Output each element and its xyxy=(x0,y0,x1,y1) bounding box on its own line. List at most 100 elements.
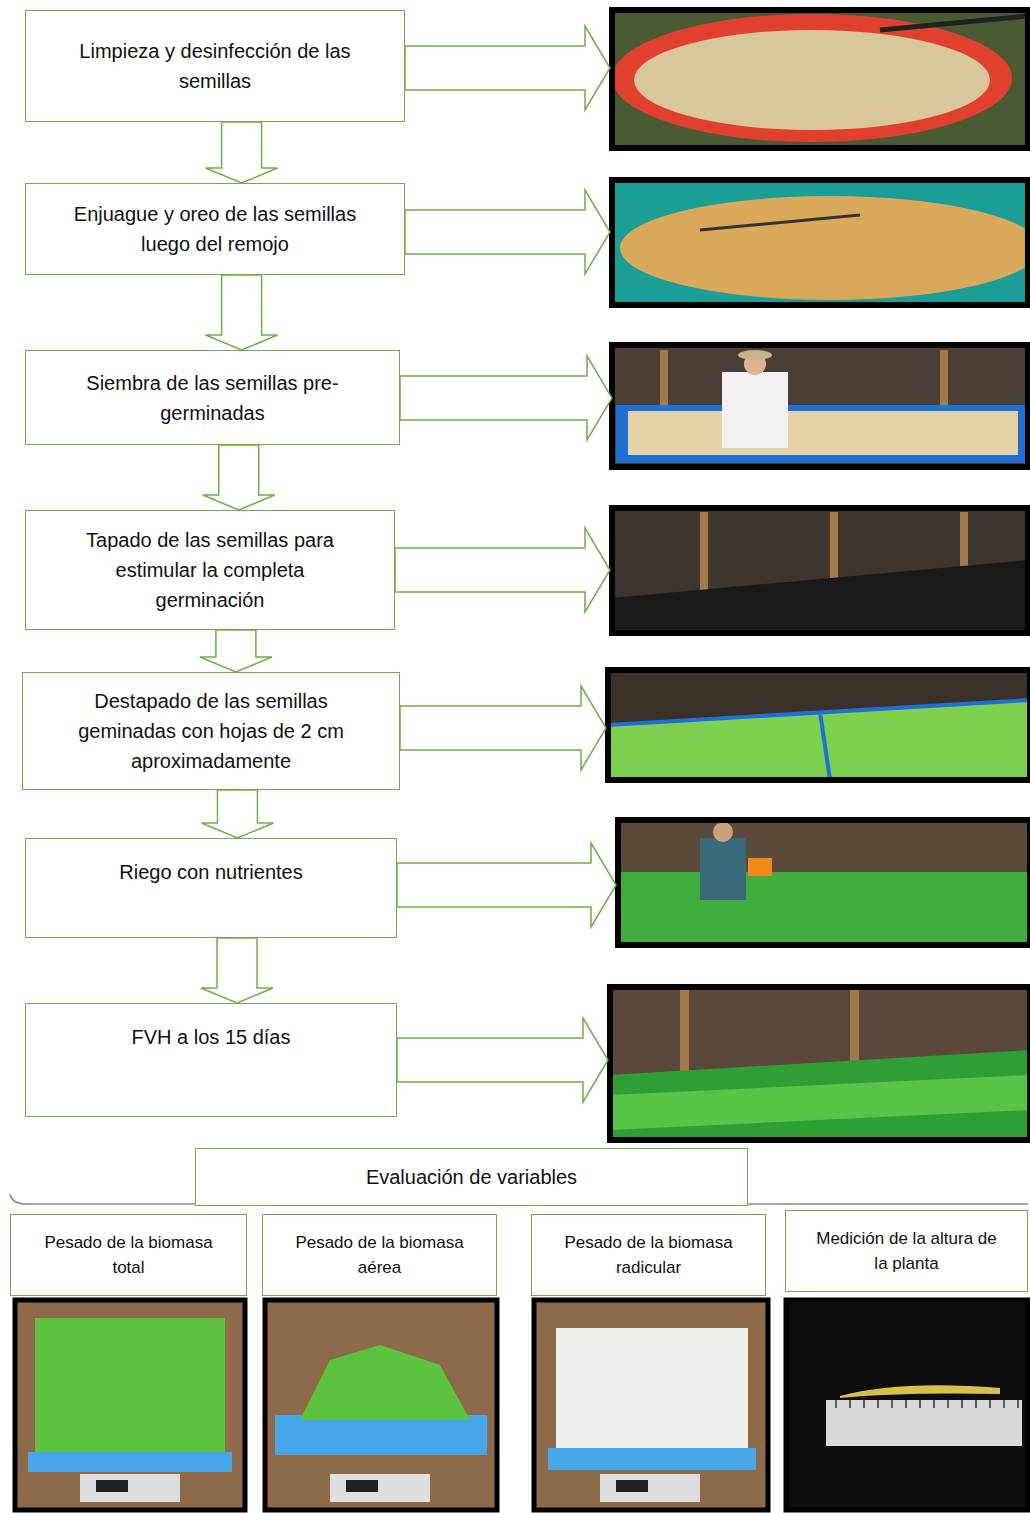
block-arrow xyxy=(400,686,606,770)
box-text: Destapado de las semillas geminadas con … xyxy=(63,686,359,776)
process-box: Medición de la altura de la planta xyxy=(785,1210,1028,1292)
root-mat xyxy=(556,1328,748,1450)
photo-frame xyxy=(265,1300,497,1510)
forage xyxy=(618,872,1030,945)
photo-ground xyxy=(786,1300,1028,1510)
photo-ground xyxy=(612,345,1028,467)
photo-frame xyxy=(786,1300,1028,1510)
process-box: Siembra de las semillas pre- germinadas xyxy=(25,350,400,445)
photo-sowing xyxy=(612,345,1028,467)
tray xyxy=(548,1448,756,1470)
process-box: Pesado de la biomasa total xyxy=(10,1214,247,1296)
scale xyxy=(80,1474,180,1502)
photo-forage xyxy=(610,987,1030,1140)
box-text: Riego con nutrientes xyxy=(119,857,302,887)
photo-ground xyxy=(618,820,1030,945)
post xyxy=(700,512,708,602)
process-box: Riego con nutrientes xyxy=(25,838,397,938)
box-text: Pesado de la biomasa radicular xyxy=(562,1230,735,1281)
photo-ground xyxy=(608,670,1030,780)
flow-arrow xyxy=(201,938,273,1003)
photo-seed-drying xyxy=(612,180,1030,305)
box-text: Medición de la altura de la planta xyxy=(816,1226,997,1277)
tray xyxy=(28,1452,232,1472)
forage xyxy=(300,1345,470,1420)
box-text: Pesado de la biomasa total xyxy=(41,1230,216,1281)
block-arrow xyxy=(400,356,612,440)
process-box: Destapado de las semillas geminadas con … xyxy=(22,672,400,790)
flow-arrow xyxy=(201,790,273,838)
box-text: Siembra de las semillas pre- germinadas xyxy=(66,368,359,428)
photo-seed-washing xyxy=(612,10,1028,148)
person-coat xyxy=(722,372,788,448)
person-hat xyxy=(738,350,772,360)
flow-arrow xyxy=(200,630,272,672)
photo-frame xyxy=(15,1300,245,1510)
photo-root-biomass xyxy=(534,1300,768,1510)
photo-ground xyxy=(612,508,1028,633)
forage xyxy=(35,1318,225,1458)
photo-ground xyxy=(610,987,1030,1140)
photo-frame xyxy=(608,670,1030,780)
photo-ground xyxy=(265,1300,497,1510)
box-text: Limpieza y desinfección de las semillas xyxy=(66,36,364,96)
photo-watering xyxy=(618,820,1030,945)
ruler-ticks xyxy=(836,1400,1018,1408)
photo-frame xyxy=(612,180,1028,305)
forage xyxy=(610,1050,1030,1140)
person-head xyxy=(713,822,733,842)
post xyxy=(680,990,689,1080)
block-arrow xyxy=(397,1018,608,1102)
process-box: Limpieza y desinfección de las semillas xyxy=(25,10,405,122)
block-arrow xyxy=(405,190,610,274)
box-text: Evaluación de variables xyxy=(366,1162,577,1192)
scale-display xyxy=(346,1480,378,1492)
seeds xyxy=(628,411,1018,455)
photo-arrows xyxy=(395,26,616,1102)
box-text: Pesado de la biomasa aérea xyxy=(293,1230,466,1281)
person xyxy=(700,838,746,900)
scale xyxy=(600,1474,700,1502)
basin xyxy=(612,14,1012,142)
post xyxy=(850,990,859,1070)
hose xyxy=(700,215,860,230)
photo-frame xyxy=(534,1300,768,1510)
seeds xyxy=(620,196,1030,300)
process-box: Tapado de las semillas para estimular la… xyxy=(25,510,395,630)
photo-plant-height xyxy=(786,1300,1028,1510)
block-arrow xyxy=(397,843,616,927)
ruler xyxy=(826,1400,1022,1446)
scale-display xyxy=(616,1480,648,1492)
photo-covering xyxy=(612,508,1028,633)
photo-frame xyxy=(612,508,1028,633)
scale xyxy=(330,1474,430,1502)
photo-frame xyxy=(612,345,1028,467)
photo-ground xyxy=(534,1300,768,1510)
sprouts xyxy=(608,700,1030,780)
photo-ground xyxy=(612,10,1028,148)
photo-frame xyxy=(610,987,1030,1140)
process-box: Pesado de la biomasa radicular xyxy=(531,1214,766,1296)
tray xyxy=(275,1415,487,1455)
photo-frame xyxy=(618,820,1030,945)
tray xyxy=(616,405,1028,463)
process-box: Evaluación de variables xyxy=(195,1148,748,1206)
flow-arrow xyxy=(206,122,278,183)
flow-arrow xyxy=(206,275,278,350)
photo-ground xyxy=(15,1300,245,1510)
photo-frame xyxy=(612,10,1028,148)
forage xyxy=(610,1075,1030,1130)
process-box: Pesado de la biomasa aérea xyxy=(262,1214,497,1296)
box-text: FVH a los 15 días xyxy=(132,1022,291,1052)
block-arrow xyxy=(405,26,610,110)
sprayer xyxy=(748,858,772,876)
photo-aerial-biomass xyxy=(265,1300,497,1510)
scale-display xyxy=(96,1480,128,1492)
plastic-cover xyxy=(612,560,1028,633)
seeds xyxy=(634,30,990,130)
box-text: Tapado de las semillas para estimular la… xyxy=(66,525,354,615)
tray-edge xyxy=(820,712,830,780)
leaf xyxy=(840,1385,1000,1398)
process-box: FVH a los 15 días xyxy=(25,1003,397,1117)
